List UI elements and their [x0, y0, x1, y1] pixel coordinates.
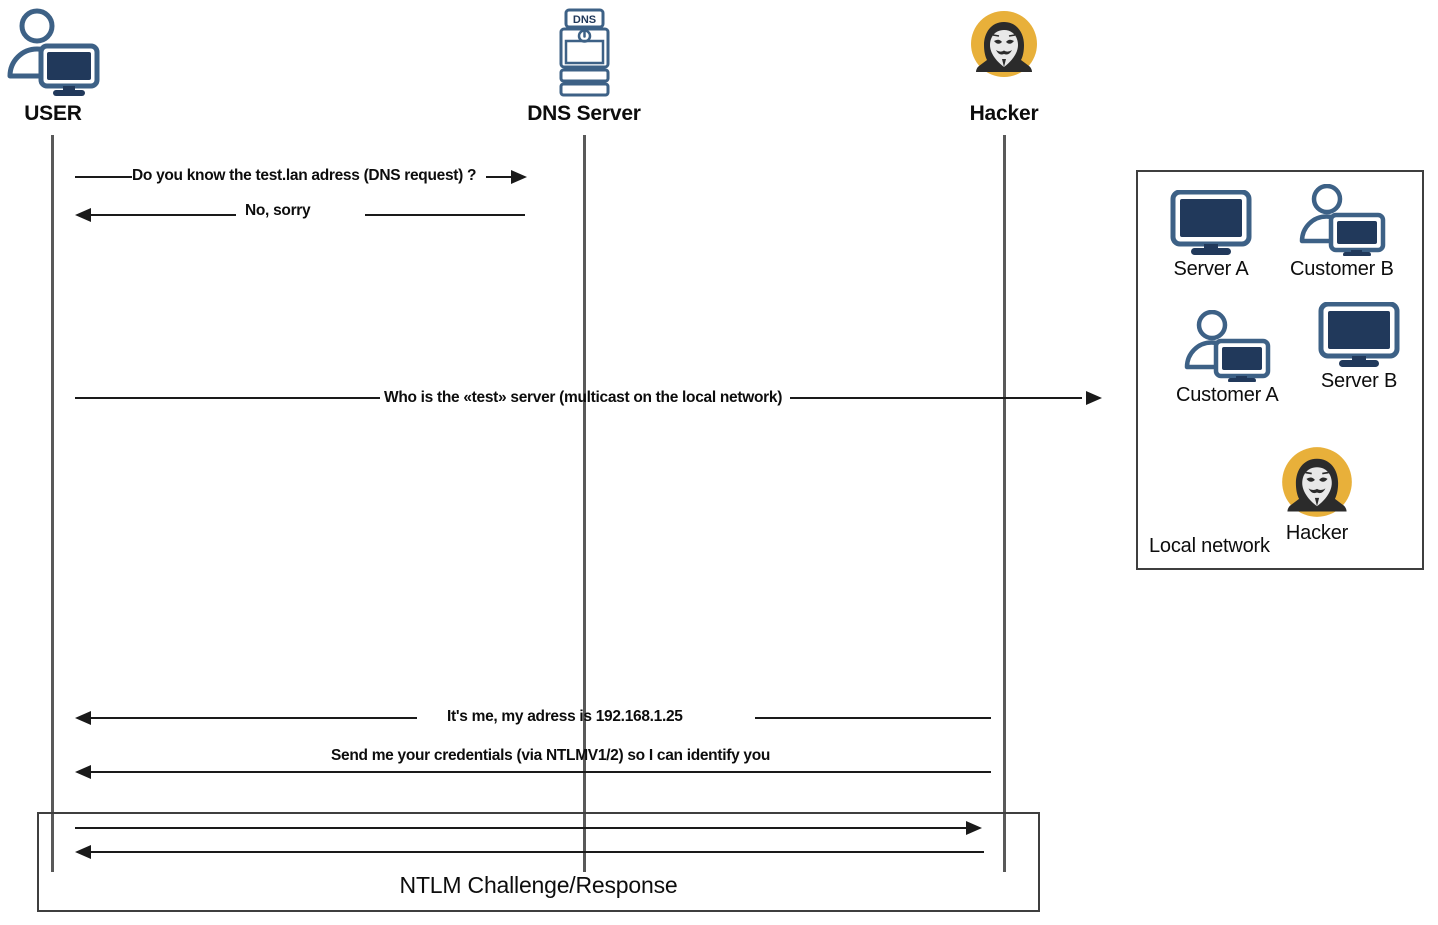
lifeline-dns — [583, 135, 586, 872]
ntlm-line-left — [90, 851, 984, 854]
network-node-server-b[interactable]: Server B — [1318, 302, 1400, 393]
hacker-icon — [1279, 444, 1355, 520]
arrowhead-right-icon — [966, 821, 982, 835]
message-line-right — [790, 397, 1082, 400]
person-computer-icon — [1296, 184, 1388, 256]
network-label-customer-b: Customer B — [1290, 258, 1394, 280]
message-label-its-me: It's me, my adress is 192.168.1.25 — [447, 708, 683, 725]
monitor-icon — [1318, 302, 1400, 368]
arrowhead-left-icon — [75, 845, 91, 859]
actor-label-dns: DNS Server — [527, 102, 641, 125]
message-label-multicast: Who is the «test» server (multicast on t… — [384, 389, 783, 406]
message-line-left — [90, 717, 417, 720]
message-line-left — [90, 214, 236, 217]
person-computer-icon — [5, 8, 101, 98]
person-computer-icon — [1181, 310, 1273, 382]
ntlm-caption: NTLM Challenge/Response — [399, 872, 678, 898]
message-line-right — [755, 717, 991, 720]
svg-text:DNS: DNS — [573, 14, 596, 26]
network-label-server-a: Server A — [1173, 258, 1249, 280]
arrowhead-left-icon — [75, 711, 91, 725]
message-line-left — [75, 397, 380, 400]
actor-hacker[interactable]: Hacker — [924, 8, 1084, 126]
network-node-customer-a[interactable]: Customer A — [1176, 310, 1279, 407]
lifeline-hacker — [1003, 135, 1006, 872]
arrowhead-right-icon — [1086, 391, 1102, 405]
message-line-left — [75, 176, 132, 179]
ntlm-line-right — [75, 827, 969, 830]
actor-label-user: USER — [24, 102, 82, 125]
network-label-server-b: Server B — [1320, 370, 1398, 392]
message-line — [90, 771, 991, 774]
dns-server-icon: DNS — [552, 8, 616, 98]
message-label-no-sorry: No, sorry — [245, 202, 311, 219]
message-line-right — [365, 214, 525, 217]
hacker-icon — [968, 8, 1040, 98]
network-node-hacker[interactable]: Hacker — [1279, 444, 1355, 545]
arrowhead-left-icon — [75, 208, 91, 222]
lifeline-user — [51, 135, 54, 872]
monitor-icon — [1170, 190, 1252, 256]
actor-label-hacker: Hacker — [969, 102, 1039, 125]
network-node-customer-b[interactable]: Customer B — [1290, 184, 1394, 281]
ntlm-challenge-response-frame: NTLM Challenge/Response — [37, 812, 1040, 912]
network-label-customer-a: Customer A — [1176, 384, 1279, 406]
local-network-caption: Local network — [1149, 535, 1270, 557]
network-node-server-a[interactable]: Server A — [1170, 190, 1252, 281]
message-label-send-credentials: Send me your credentials (via NTLMV1/2) … — [331, 747, 771, 764]
network-label-hacker: Hacker — [1285, 522, 1349, 544]
actor-user[interactable]: USER — [0, 8, 133, 126]
arrowhead-right-icon — [511, 170, 527, 184]
arrowhead-left-icon — [75, 765, 91, 779]
local-network-frame: Server A Customer B — [1136, 170, 1424, 570]
message-label-dns-request: Do you know the test.lan adress (DNS req… — [132, 167, 477, 184]
actor-dns-server[interactable]: DNS DNS Server — [504, 8, 664, 126]
message-line-right — [486, 176, 518, 179]
